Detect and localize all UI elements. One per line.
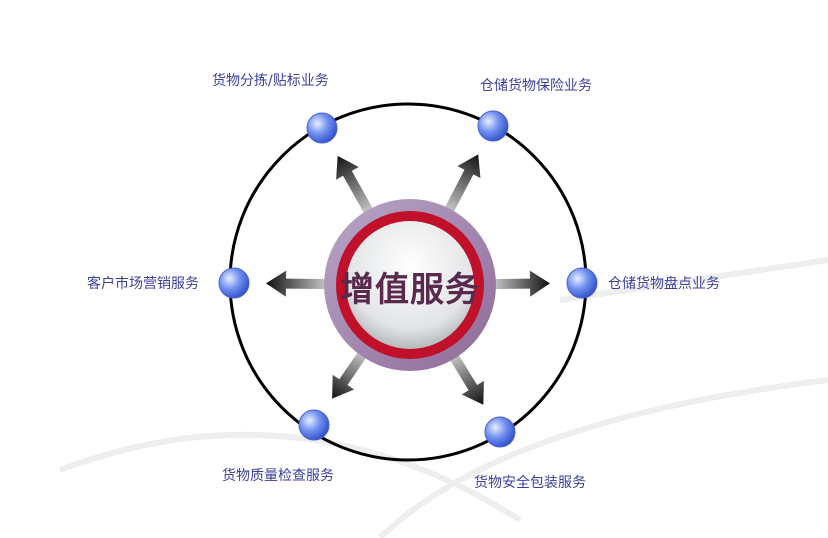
arrow-marketing xyxy=(265,270,335,297)
service-label-inventory: 仓储货物盘点业务 xyxy=(608,276,720,292)
service-label-quality: 货物质量检查服务 xyxy=(222,468,334,484)
arrow-sorting xyxy=(336,155,378,222)
service-label-insurance: 仓储货物保险业务 xyxy=(480,78,592,94)
center-title: 增值服务 xyxy=(340,270,480,310)
service-label-marketing: 客户市场营销服务 xyxy=(87,276,199,292)
arrow-quality xyxy=(332,344,372,399)
node-insurance xyxy=(477,110,509,142)
arrows xyxy=(265,154,551,405)
node-inventory xyxy=(566,267,598,299)
service-label-packaging: 货物安全包装服务 xyxy=(474,475,586,491)
arrow-insurance xyxy=(440,154,481,220)
node-sorting xyxy=(306,112,338,144)
service-label-sorting: 货物分拣/贴标业务 xyxy=(212,73,329,89)
arrow-packaging xyxy=(445,347,484,405)
node-packaging xyxy=(484,416,516,448)
background-lines xyxy=(58,257,828,538)
node-marketing xyxy=(218,267,250,299)
arrow-inventory xyxy=(485,270,551,297)
center-inner-disc xyxy=(346,221,474,349)
nodes xyxy=(218,110,598,448)
node-quality xyxy=(298,409,330,441)
